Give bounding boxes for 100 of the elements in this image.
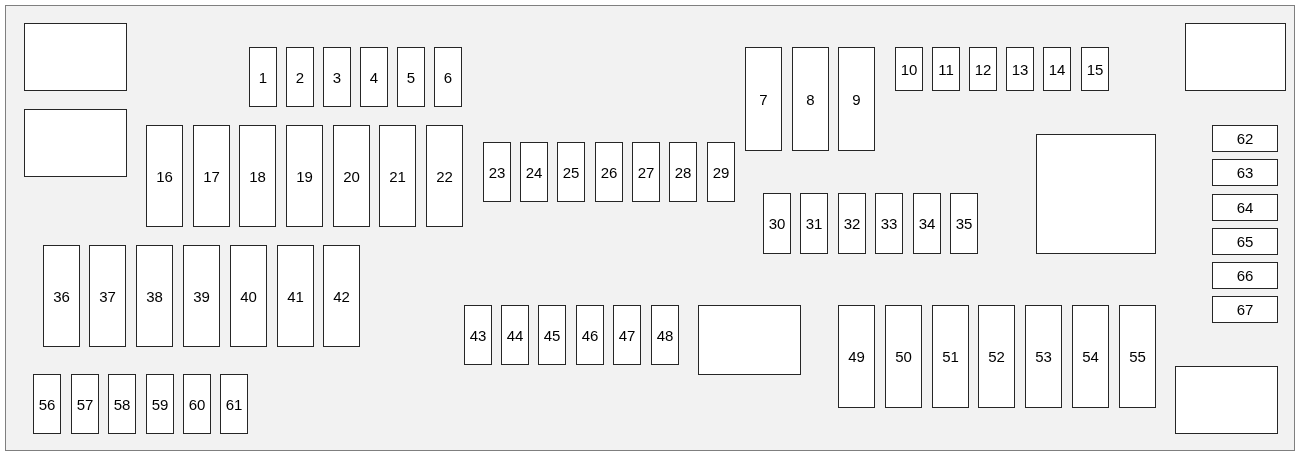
fuse-slot — [763, 193, 791, 254]
fuse-number: 61 — [225, 395, 243, 413]
fuse-number: 16 — [156, 167, 173, 185]
fuse-number: 55 — [1129, 348, 1146, 365]
fuse-slot — [249, 47, 277, 107]
fuse-number: 17 — [203, 167, 220, 185]
fuse-slot — [434, 47, 462, 107]
fuse-number: 2 — [295, 68, 305, 86]
fuse-slot — [1212, 125, 1278, 152]
fuse-number: 44 — [506, 326, 524, 344]
fuse-number: 27 — [637, 163, 655, 181]
fuse-slot — [707, 142, 735, 202]
fuse-slot — [895, 47, 923, 91]
fuse-slot — [932, 305, 969, 408]
fuse-slot — [1043, 47, 1071, 91]
fuse-number: 7 — [759, 90, 768, 108]
fuse-number: 40 — [240, 287, 257, 305]
fuse-number: 53 — [1035, 348, 1052, 365]
fuse-number: 5 — [406, 68, 416, 86]
fuse-number: 66 — [1236, 267, 1254, 284]
fuse-slot — [557, 142, 585, 202]
fuse-slot — [875, 193, 903, 254]
fuse-slot — [838, 305, 875, 408]
fuse-number: 39 — [193, 287, 210, 305]
fuse-slot — [193, 125, 230, 227]
fuse-number: 21 — [389, 167, 406, 185]
fuse-slot — [1006, 47, 1034, 91]
fuse-slot — [745, 47, 782, 151]
fuse-slot — [950, 193, 978, 254]
fuse-number: 3 — [332, 68, 342, 86]
fuse-slot — [1212, 159, 1278, 186]
relay-slot — [24, 23, 127, 91]
fuse-slot — [71, 374, 99, 434]
fuse-number: 24 — [525, 163, 543, 181]
fuse-number: 31 — [805, 215, 823, 232]
fuse-number: 11 — [938, 60, 954, 78]
fuse-number: 63 — [1236, 164, 1254, 181]
fuse-slot — [501, 305, 529, 365]
relay-slot — [1175, 366, 1278, 434]
fuse-slot — [1212, 228, 1278, 255]
fuse-slot — [632, 142, 660, 202]
fuse-number: 46 — [581, 326, 599, 344]
relay-slot — [24, 109, 127, 177]
fuse-number: 64 — [1236, 199, 1254, 216]
fuse-slot — [239, 125, 276, 227]
fuse-slot — [360, 47, 388, 107]
relay-slot — [1036, 134, 1156, 254]
fuse-number: 28 — [674, 163, 692, 181]
fuse-slot — [89, 245, 126, 347]
fuse-slot — [1212, 262, 1278, 289]
fuse-slot — [1212, 194, 1278, 221]
fuse-number: 6 — [443, 68, 453, 86]
fuse-slot — [220, 374, 248, 434]
fuse-number: 43 — [469, 326, 487, 344]
fuse-slot — [932, 47, 960, 91]
fuse-slot — [1212, 296, 1278, 323]
fuse-slot — [792, 47, 829, 151]
fuse-number: 13 — [1011, 60, 1029, 78]
fuse-number: 22 — [436, 167, 453, 185]
fuse-number: 29 — [712, 163, 730, 181]
fuse-slot — [838, 193, 866, 254]
fuse-number: 49 — [848, 348, 865, 365]
fuse-slot — [885, 305, 922, 408]
fuse-number: 45 — [543, 326, 561, 344]
fuse-number: 1 — [258, 68, 268, 86]
fuse-number: 32 — [843, 215, 861, 232]
fuse-slot — [426, 125, 463, 227]
fuse-slot — [613, 305, 641, 365]
fuse-slot — [183, 374, 211, 434]
fuse-number: 25 — [562, 163, 580, 181]
fuse-slot — [520, 142, 548, 202]
fuse-number: 57 — [76, 395, 94, 413]
relay-slot — [1185, 23, 1286, 91]
fuse-slot — [277, 245, 314, 347]
fuse-slot — [669, 142, 697, 202]
fuse-number: 12 — [974, 60, 992, 78]
fuse-number: 10 — [900, 60, 918, 78]
fuse-number: 35 — [955, 215, 973, 232]
fuse-number: 9 — [852, 90, 861, 108]
fuse-number: 23 — [488, 163, 506, 181]
fuse-slot — [379, 125, 416, 227]
fuse-number: 59 — [151, 395, 169, 413]
fuse-slot — [33, 374, 61, 434]
fuse-slot — [323, 47, 351, 107]
fuse-slot — [1119, 305, 1156, 408]
fuse-number: 30 — [768, 215, 786, 232]
fuse-slot — [230, 245, 267, 347]
fuse-slot — [595, 142, 623, 202]
fuse-slot — [464, 305, 492, 365]
fuse-slot — [800, 193, 828, 254]
fuse-slot — [538, 305, 566, 365]
fuse-slot — [978, 305, 1015, 408]
fuse-number: 36 — [53, 287, 70, 305]
fuse-number: 65 — [1236, 233, 1254, 250]
fuse-number: 48 — [656, 326, 674, 344]
fuse-slot — [397, 47, 425, 107]
fuse-slot — [43, 245, 80, 347]
fuse-number: 15 — [1086, 60, 1104, 78]
fuse-slot — [146, 125, 183, 227]
fuse-number: 26 — [600, 163, 618, 181]
